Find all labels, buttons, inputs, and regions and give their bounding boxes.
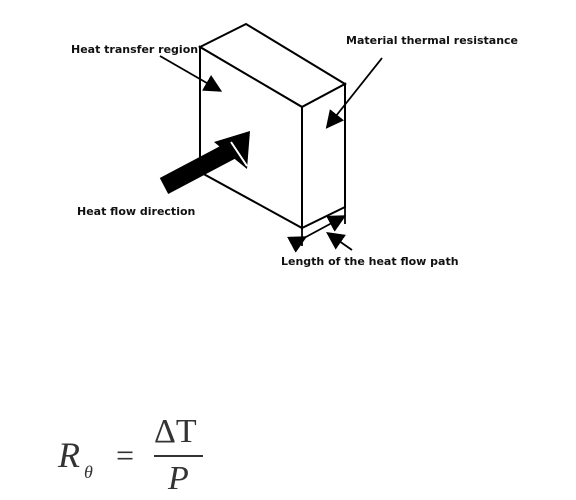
formula-denominator: P	[167, 460, 189, 497]
formula-equals-sign: =	[116, 437, 134, 473]
heat-transfer-region-label: Heat transfer region	[71, 43, 198, 56]
heat-transfer-region-pointer	[159, 55, 223, 92]
formula-lhs-subscript: θ	[84, 462, 93, 482]
heat-flow-arrow	[159, 131, 250, 194]
material-block	[197, 22, 348, 230]
thermal-resistance-formula: R θ = ΔT P	[57, 413, 203, 497]
heat-flow-path-dimension	[287, 207, 353, 253]
material-thermal-resistance-pointer	[325, 57, 383, 129]
material-thermal-resistance-label: Material thermal resistance	[346, 34, 518, 47]
block-side-face	[301, 82, 346, 230]
formula-numerator: ΔT	[154, 413, 197, 450]
heat-flow-direction-label: Heat flow direction	[77, 205, 195, 218]
formula-lhs-symbol: R	[57, 435, 80, 475]
heat-flow-path-length-label: Length of the heat flow path	[281, 255, 459, 268]
